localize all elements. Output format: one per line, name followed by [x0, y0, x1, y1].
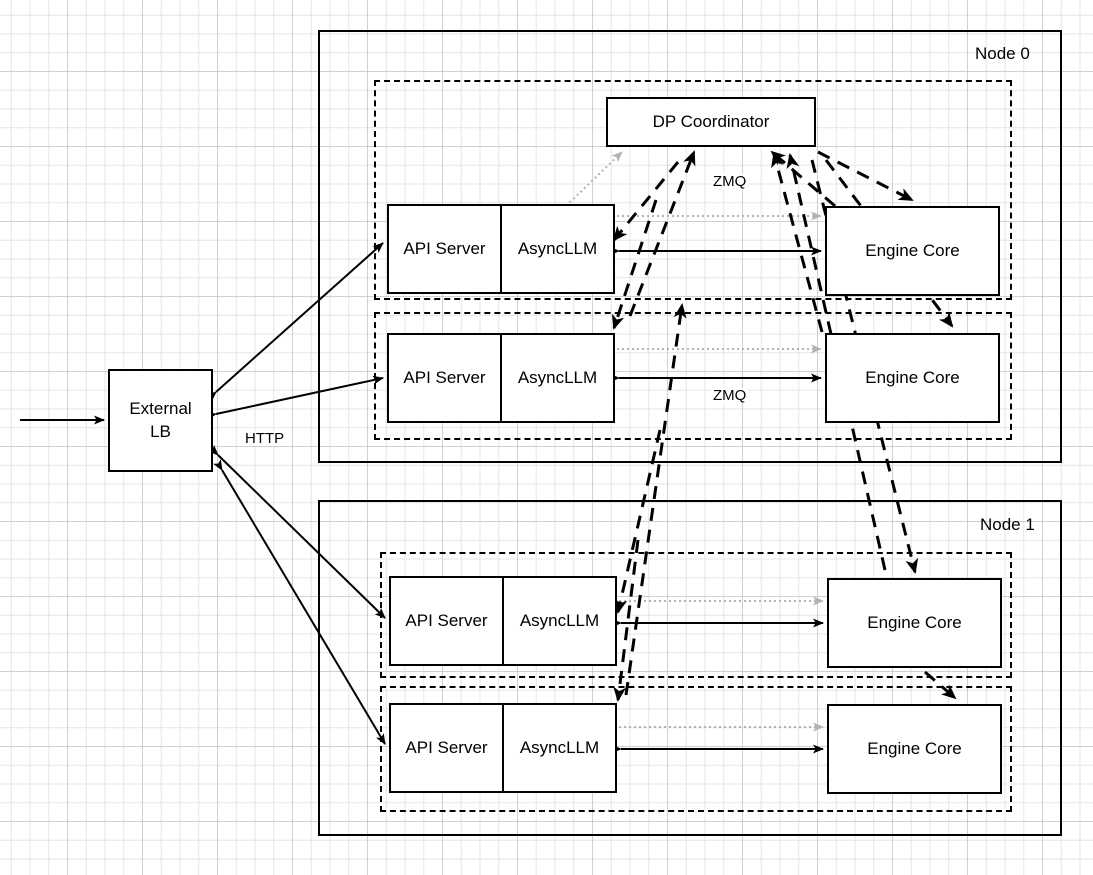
edge-dashed-async1-coordinator [628, 150, 696, 317]
edge-dashed-coordinator-engine1 [824, 159, 954, 328]
api-server-2-box[interactable]: API Server AsyncLLM [389, 576, 617, 666]
zmq-mid-label: ZMQ [711, 387, 749, 404]
external-lb-label-line2: LB [150, 421, 171, 441]
api-server-1-label: API Server [389, 335, 502, 421]
edge-lb-api2 [207, 444, 386, 619]
edge-dashed-async3-coordinator [624, 303, 687, 696]
api-server-3-label: API Server [391, 705, 504, 791]
edge-dashed-coordinator-async2 [614, 429, 662, 614]
dp-group-0 [374, 80, 1012, 300]
edge-dashed-coordinator-async0 [612, 161, 680, 242]
engine-core-1-label: Engine Core [865, 368, 960, 387]
edge-dotted-async0-coordinator [565, 151, 623, 207]
edge-dashed-coordinator-engine3 [924, 670, 957, 700]
edge-lb-api3 [213, 459, 386, 745]
engine-core-3-label: Engine Core [867, 739, 962, 758]
api-server-0-label: API Server [389, 206, 502, 292]
api-server-0-box[interactable]: API Server AsyncLLM [387, 204, 615, 294]
edge-dashed-engine1-coordinator [771, 152, 824, 333]
edge-lb-api0 [205, 242, 384, 403]
engine-core-1-box[interactable]: Engine Core [825, 333, 1000, 423]
http-label: HTTP [243, 430, 287, 447]
asyncllm-3-label: AsyncLLM [519, 738, 600, 757]
node-0-label: Node 0 [975, 44, 1030, 63]
asyncllm-1-label: AsyncLLM [517, 368, 598, 387]
api-server-2-label: API Server [391, 578, 504, 664]
engine-core-0-label: Engine Core [865, 241, 960, 260]
dp-group-3 [380, 686, 1012, 812]
asyncllm-0-label: AsyncLLM [517, 239, 598, 258]
dp-coordinator-box[interactable]: DP Coordinator [606, 97, 816, 147]
edge-dashed-coordinator-async1 [611, 199, 658, 330]
asyncllm-2-label: AsyncLLM [519, 611, 600, 630]
edge-dashed-engine2-coordinator [786, 153, 887, 571]
engine-core-2-box[interactable]: Engine Core [827, 578, 1002, 668]
edge-lb-api1 [205, 375, 384, 421]
external-lb-label-line1: External [129, 398, 192, 418]
api-server-1-box[interactable]: API Server AsyncLLM [387, 333, 615, 423]
engine-core-2-label: Engine Core [867, 613, 962, 632]
zmq-top-label: ZMQ [711, 173, 749, 190]
edge-dashed-coordinator-async3 [613, 539, 640, 702]
engine-core-3-box[interactable]: Engine Core [827, 704, 1002, 794]
edge-dashed-coordinator-engine0 [817, 150, 914, 202]
external-lb-box[interactable]: External LB [108, 369, 213, 472]
node-1-label: Node 1 [980, 515, 1035, 534]
api-server-3-box[interactable]: API Server AsyncLLM [389, 703, 617, 793]
dp-coordinator-label: DP Coordinator [652, 112, 770, 131]
engine-core-0-box[interactable]: Engine Core [825, 206, 1000, 296]
